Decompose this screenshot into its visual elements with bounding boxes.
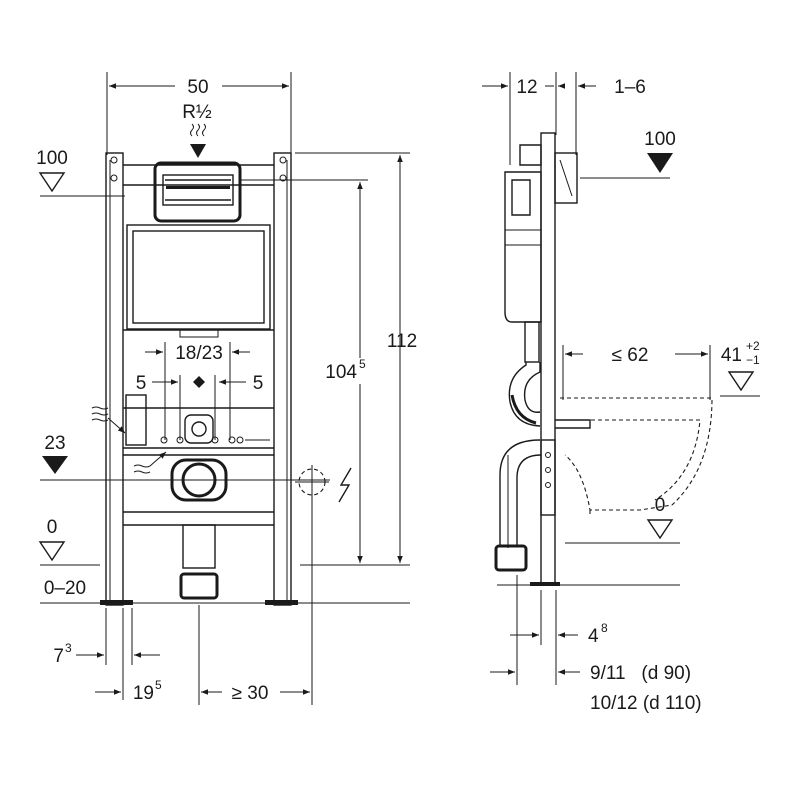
cistern [126, 224, 271, 338]
height-dimensions: 112 104 5 [295, 152, 417, 563]
side-frame [519, 132, 578, 586]
bottom-left-sup: 3 [65, 641, 72, 655]
side-level-100-label: 100 [644, 129, 676, 150]
flush-pipe [508, 362, 541, 427]
spacing-dimension: 18/23 [145, 342, 250, 440]
flush-plate [153, 161, 368, 223]
level-0-marker: 0 0–20 [38, 517, 410, 604]
side-level-100-marker: 100 [580, 129, 676, 179]
water-wave-icon [91, 406, 109, 422]
side-bottom-a-sup: 8 [601, 621, 608, 635]
bottom-right-label: ≥ 30 [232, 683, 269, 704]
thread-label: R½ [182, 102, 212, 123]
depth-dimensions: 12 1–6 [482, 72, 646, 165]
side-level-0-marker: 0 [497, 495, 680, 586]
side-drain [494, 439, 556, 572]
pipe-90-label: 9/11 (d 90) [590, 663, 691, 684]
height-main-label: 104 [325, 362, 357, 383]
height-total-label: 112 [387, 331, 417, 352]
bottom-left-label: 7 [53, 646, 64, 667]
seat-plus-label: +2 [746, 339, 760, 353]
drain-outlet [170, 458, 228, 600]
side-bottom-a-label: 4 [588, 626, 599, 647]
wc-bowl [555, 397, 713, 515]
reach-dimension: ≤ 62 41 +2 −1 [562, 339, 760, 400]
bottom-mid-label: 19 [133, 683, 154, 704]
lightning-icon [338, 467, 352, 503]
front-view: 50 R½ 100 [36, 72, 417, 705]
seat-minus-label: −1 [746, 353, 760, 367]
bottom-dimensions: 7 3 19 5 ≥ 30 [53, 605, 310, 705]
side-bottom-dimensions: 4 8 9/11 (d 90) 10/12 (d 110) [490, 575, 702, 714]
floor-range-label: 0–20 [44, 578, 86, 599]
bottom-mid-sup: 5 [155, 678, 162, 692]
power-connection [295, 465, 352, 705]
water-wave-icon [133, 464, 151, 474]
side-cistern [504, 171, 542, 363]
level-100-label: 100 [36, 148, 68, 169]
offset-dimensions: 5 5 [136, 373, 264, 440]
level-23-label: 23 [44, 433, 65, 454]
level-0-label: 0 [47, 517, 58, 538]
seat-height-label: 41 [721, 345, 742, 366]
water-inlet: R½ [182, 102, 212, 158]
width-label: 50 [187, 77, 208, 98]
reach-label: ≤ 62 [612, 345, 649, 366]
level-23-marker: 23 [40, 433, 330, 481]
offset-left-label: 5 [136, 373, 147, 394]
width-dimension: 50 [106, 72, 292, 155]
pipe-110-label: 10/12 (d 110) [590, 693, 702, 714]
offset-right-label: 5 [253, 373, 264, 394]
spacing-label: 18/23 [175, 343, 223, 364]
height-main-sup: 5 [359, 357, 366, 371]
depth-a-label: 12 [516, 77, 537, 98]
depth-b-label: 1–6 [614, 77, 646, 98]
side-level-0-label: 0 [655, 495, 666, 516]
fittings [91, 394, 270, 474]
water-wave-icon [190, 123, 206, 137]
level-100-marker: 100 [36, 148, 125, 197]
side-view: 12 1–6 100 [482, 72, 760, 714]
